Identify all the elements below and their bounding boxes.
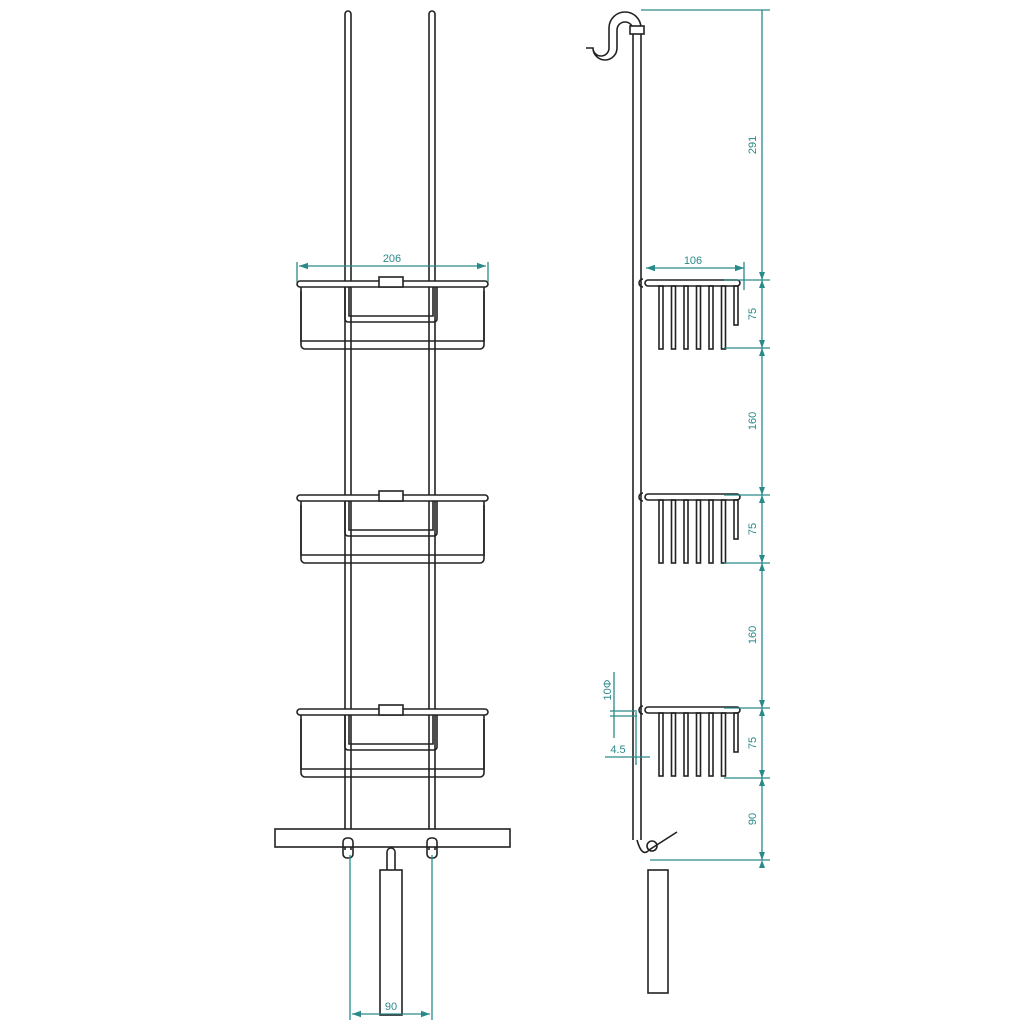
- right-rod: [428, 10, 436, 850]
- spacing-label-1: 160: [747, 412, 759, 430]
- side-basket: [638, 492, 741, 564]
- rod-diameter-label: 10Φ: [602, 679, 614, 700]
- basket-depth-label: 106: [684, 255, 702, 267]
- basket-height-label-2: 75: [747, 523, 759, 535]
- left-rod: [344, 10, 352, 850]
- wall-offset-label: 4.5: [610, 744, 625, 756]
- front-basket: [296, 704, 489, 778]
- hook-clamp: [629, 25, 645, 35]
- front-basket: [296, 276, 489, 350]
- spacing-label-2: 160: [747, 626, 759, 644]
- squeegee-handle: [379, 869, 403, 1016]
- bottom-bar: [274, 828, 511, 848]
- side-basket: [638, 705, 741, 777]
- handle-hanger: [386, 847, 396, 870]
- front-basket: [296, 490, 489, 564]
- bottom-dimension-label: 90: [747, 813, 759, 825]
- basket-height-label-1: 75: [747, 308, 759, 320]
- side-basket: [638, 278, 741, 350]
- side-baskets: [638, 278, 741, 777]
- side-rod-hook: [586, 11, 642, 840]
- left-hook: [342, 837, 354, 859]
- basket-height-label-3: 75: [747, 737, 759, 749]
- front-view: 206 90: [274, 10, 511, 1020]
- front-baskets: [296, 276, 489, 778]
- basket-width-label: 206: [383, 253, 401, 265]
- rod-spacing-label: 90: [385, 1001, 397, 1013]
- hook-pivot: [646, 840, 658, 852]
- bottom-hook: [636, 831, 678, 854]
- side-view: 106 291 75 160 75 160 75 90 10Φ 4.5: [586, 9, 770, 994]
- side-squeegee-handle: [647, 869, 669, 994]
- top-dimension-label: 291: [747, 136, 759, 154]
